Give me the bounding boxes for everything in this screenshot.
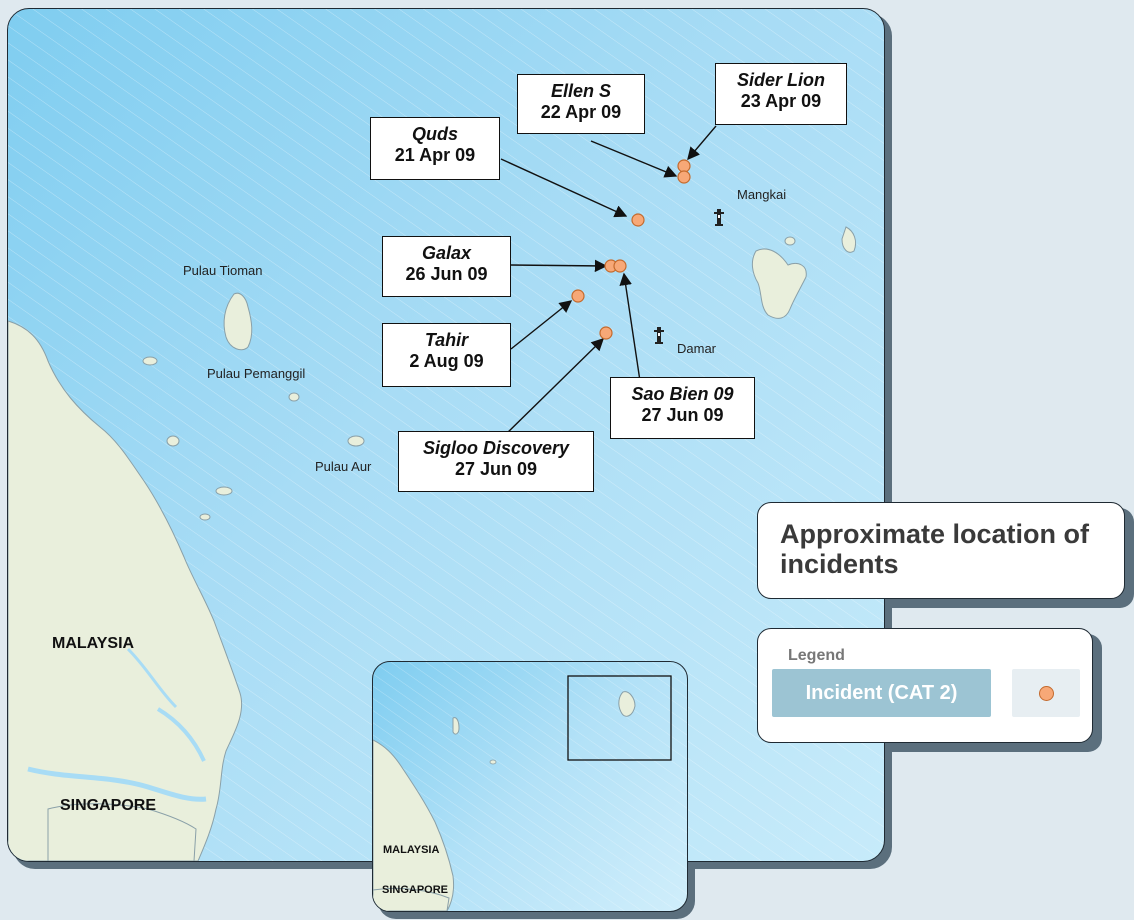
legend-heading: Legend (788, 647, 845, 664)
legend-item-label: Incident (CAT 2) (772, 669, 991, 717)
incident-date: 2 Aug 09 (409, 351, 484, 371)
legend-swatch-panel (1012, 669, 1080, 717)
incident-marker (613, 259, 627, 273)
ship-name: Sider Lion (736, 70, 825, 90)
place-label-tioman: Pulau Tioman (183, 263, 263, 278)
incident-marker (631, 213, 645, 227)
country-label-singapore: SINGAPORE (60, 797, 157, 814)
incident-marker (571, 289, 585, 303)
mangkai-island-group (751, 248, 807, 319)
ship-name: Tahir (424, 330, 469, 350)
ship-name: Sao Bien 09 (631, 384, 734, 404)
incident-date: 22 Apr 09 (540, 102, 622, 122)
incident-date: 27 Jun 09 (641, 405, 724, 425)
leader-sider-lion (687, 125, 717, 161)
singapore-island (47, 803, 197, 861)
ship-name: Quds (411, 124, 458, 144)
incident-callout: Sider Lion 23 Apr 09 (715, 63, 847, 125)
ship-name: Sigloo Discovery (422, 438, 570, 458)
leader-sao-bien (619, 272, 641, 382)
place-label-mangkai: Mangkai (737, 187, 787, 202)
incident-callout: Ellen S 22 Apr 09 (517, 74, 645, 134)
map-title: Approximate location of incidents (757, 502, 1125, 599)
incident-callout: Sigloo Discovery 27 Jun 09 (398, 431, 594, 492)
place-label-aur: Pulau Aur (315, 459, 372, 474)
lighthouse-icon (714, 209, 724, 226)
incident-callout: Quds 21 Apr 09 (370, 117, 500, 180)
pulau-tioman (223, 292, 253, 351)
country-label-malaysia: MALAYSIA (52, 635, 135, 652)
incident-marker-icon (1039, 686, 1054, 701)
incident-date: 21 Apr 09 (394, 145, 476, 165)
inset-label-singapore: SINGAPORE (382, 884, 449, 896)
incident-date: 23 Apr 09 (740, 91, 822, 111)
legend: Legend Incident (CAT 2) (757, 628, 1093, 743)
incident-date: 27 Jun 09 (454, 459, 538, 479)
incident-date: 26 Jun 09 (405, 264, 488, 284)
incident-callout: Sao Bien 09 27 Jun 09 (610, 377, 755, 439)
ship-name: Ellen S (550, 81, 612, 101)
place-label-pemanggil: Pulau Pemanggil (207, 366, 306, 381)
lighthouse-icon (654, 327, 664, 344)
ship-name: Galax (421, 243, 472, 263)
inset-extent-box (567, 675, 672, 761)
inset-locator-map: MALAYSIA SINGAPORE (372, 661, 688, 912)
inset-canvas (373, 662, 687, 911)
mainland-malaysia (8, 320, 242, 861)
leader-quds (500, 158, 628, 218)
leader-galax (509, 259, 608, 273)
incident-marker (599, 326, 613, 340)
leader-sigloo (502, 338, 604, 438)
incident-callout: Tahir 2 Aug 09 (382, 323, 511, 387)
incident-marker (677, 170, 691, 184)
inset-label-malaysia: MALAYSIA (383, 844, 440, 856)
incident-marker (677, 159, 691, 173)
incident-callout: Galax 26 Jun 09 (382, 236, 511, 297)
place-label-damar: Damar (677, 341, 717, 356)
leader-tahir (510, 300, 573, 350)
leader-ellen-s (590, 140, 678, 178)
